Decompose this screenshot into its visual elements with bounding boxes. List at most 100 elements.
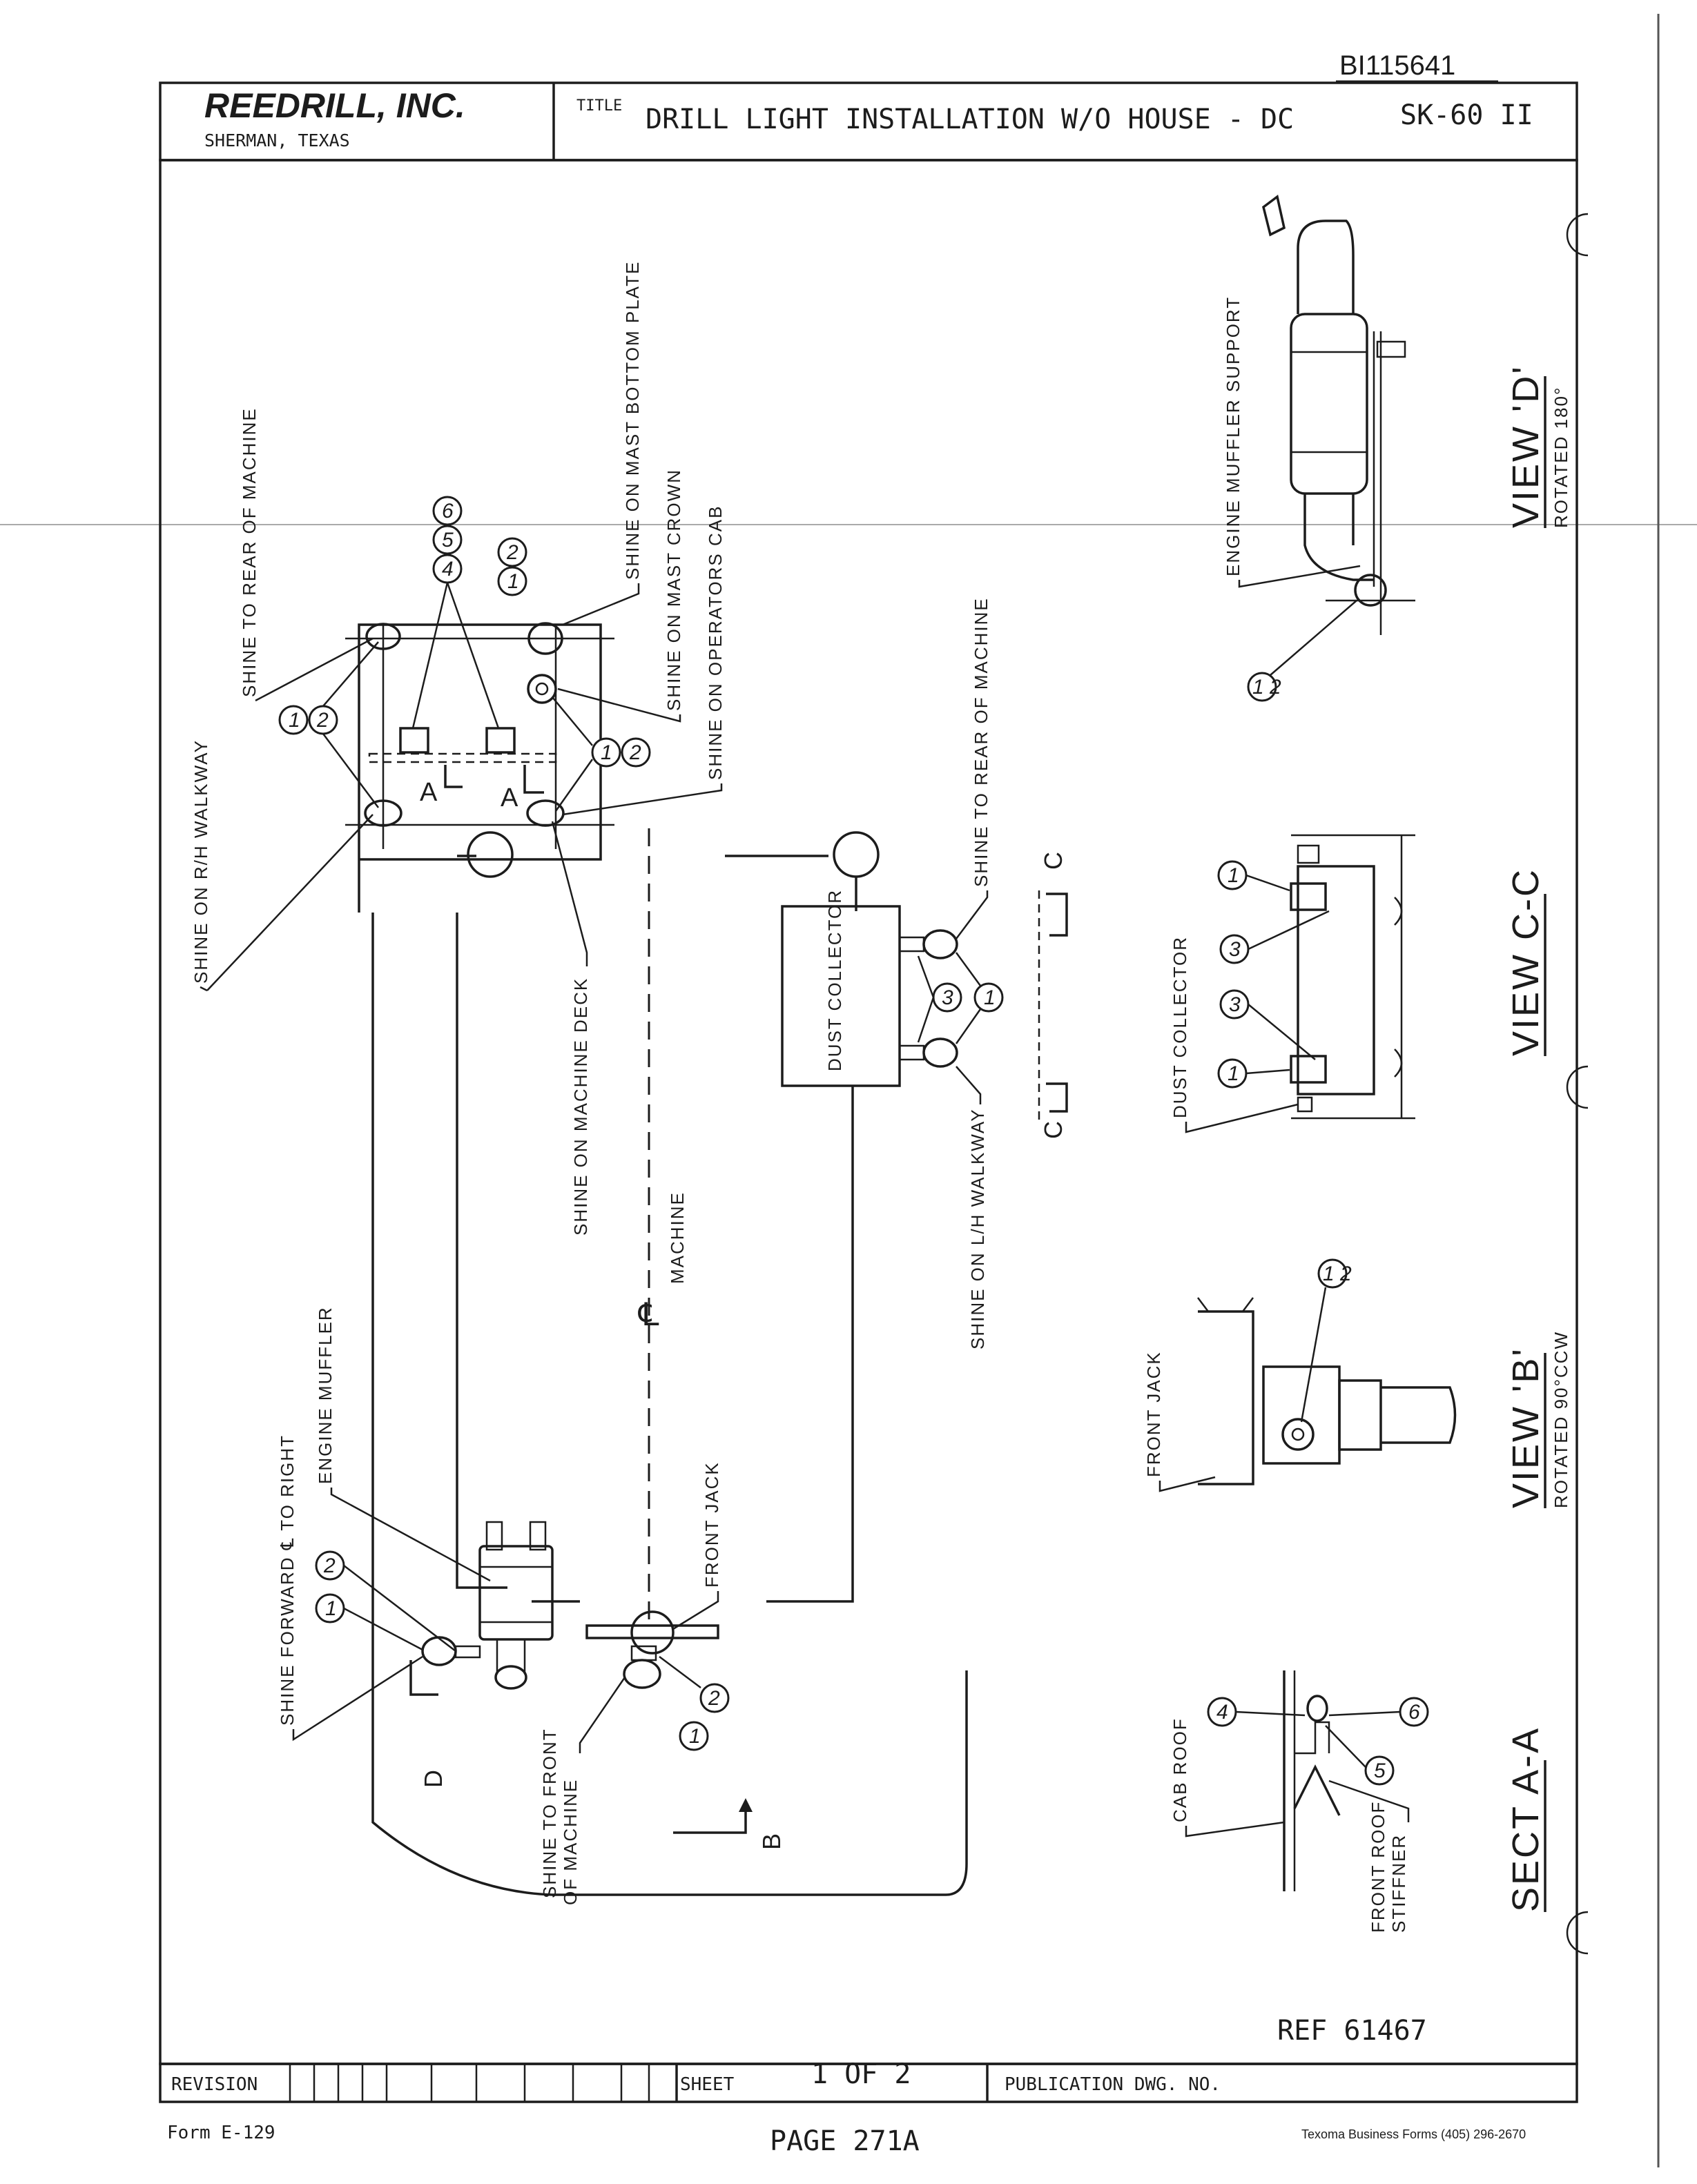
light-fixture [526,799,565,827]
punch-hole-mark [1566,1065,1589,1109]
dust-collector-label: DUST COLLECTOR [824,889,845,1071]
svg-text:4: 4 [1216,1701,1228,1724]
callout-engine-muffler: ENGINE MUFFLER [315,1306,336,1484]
section-mark-c: C [1039,852,1067,870]
view-cc-title: VIEW C-C [1505,868,1546,1056]
callout-front-jack: FRONT JACK [701,1461,722,1588]
callout-shine-front-b: OF MACHINE [560,1779,581,1905]
item-bubble [1317,1258,1348,1289]
callout-rh-walkway: SHINE ON R/H WALKWAY [191,739,211,984]
pulley [467,831,514,878]
view-b-title: VIEW 'B' [1505,1347,1546,1508]
sheet-value: 1 OF 2 [811,2058,911,2090]
front-jack [630,1610,675,1655]
view-b-subtitle: ROTATED 90°CCW [1551,1331,1571,1508]
machine-inner-right [766,1085,854,1603]
light-fixture [1354,574,1387,607]
drawing-title: DRILL LIGHT INSTALLATION W/O HOUSE - DC [646,104,1294,135]
svg-text:6: 6 [442,500,454,523]
pulley [833,831,880,878]
callout-mast-crown: SHINE ON MAST CROWN [663,469,684,711]
svg-text:1 2: 1 2 [1323,1262,1352,1285]
front-jack-beam [585,1624,719,1639]
svg-text:1: 1 [689,1725,701,1748]
printer-credit: Texoma Business Forms (405) 296-2670 [1301,2127,1526,2141]
sheet-label: SHEET [680,2074,735,2095]
callout-rear-2: SHINE TO REAR OF MACHINE [971,597,991,887]
light-fixture [365,623,401,650]
svg-text:1: 1 [507,570,519,593]
machine-inner-left [456,913,507,1589]
callout-shine-forward: SHINE FORWARD ℄ TO RIGHT [277,1434,298,1726]
section-mark-d: D [419,1770,447,1788]
callout-front-roof-b: STIFFNER [1388,1834,1409,1933]
svg-text:6: 6 [1408,1701,1420,1724]
item-bubble [1364,1755,1395,1786]
title-label: TITLE [576,97,622,115]
light-fixture [485,727,516,754]
callout-cab: SHINE ON OPERATORS CAB [705,505,726,780]
section-mark-b: B [757,1833,786,1850]
view-d-muffler [1290,313,1368,495]
svg-text:3: 3 [1229,938,1241,961]
light-fixture [623,1659,661,1689]
svg-text:1: 1 [984,986,996,1009]
revision-label: REVISION [171,2074,258,2095]
callout-cab-roof: CAB ROOF [1170,1717,1190,1822]
light-fixture [421,1636,457,1666]
light-fixture [527,622,563,655]
svg-text:1: 1 [325,1597,337,1620]
callout-machine-deck: SHINE ON MACHINE DECK [570,977,591,1236]
model-number: SK-60 II [1400,99,1533,131]
view-d-title: VIEW 'D' [1505,364,1546,528]
company-location: SHERMAN, TEXAS [204,130,350,150]
callout-front-jack-2: FRONT JACK [1143,1351,1164,1477]
light-fixture [922,929,958,959]
svg-text:2: 2 [629,741,641,764]
view-cc-dust-collector [1297,865,1375,1095]
light-fixture [1290,1055,1327,1084]
item-bubble [432,525,463,555]
item-bubble [973,982,1004,1013]
section-mark-a: A [501,783,518,812]
light-fixture [1290,882,1327,911]
item-bubble [432,496,463,526]
svg-text:3: 3 [1229,993,1241,1016]
callout-rear-1: SHINE TO REAR OF MACHINE [239,407,260,697]
section-mark-a: A [420,778,438,807]
light-fixture [527,674,557,704]
svg-text:1 2: 1 2 [1252,676,1281,699]
callout-dust-collector-2: DUST COLLECTOR [1170,936,1190,1118]
cab-outline [358,623,602,913]
svg-text:1: 1 [1228,1062,1239,1085]
machine-cl-label: MACHINE [667,1191,688,1284]
callout-muffler-support: ENGINE MUFFLER SUPPORT [1223,296,1243,576]
light-fixture [1306,1695,1328,1722]
svg-text:3: 3 [942,986,953,1009]
machine-frame [371,913,968,1896]
revision-cells [289,2064,989,2102]
view-d-subtitle: ROTATED 180° [1551,387,1571,528]
svg-text:1: 1 [1228,864,1239,887]
publication-label: PUBLICATION DWG. NO. [1005,2074,1221,2095]
item-bubble [591,737,621,768]
svg-text:2: 2 [708,1687,720,1710]
punch-hole-mark [1566,213,1589,257]
item-bubble [278,705,309,735]
callout-mast-bottom: SHINE ON MAST BOTTOM PLATE [622,261,643,580]
callout-lh-walkway: SHINE ON L/H WALKWAY [967,1108,988,1349]
light-fixture [364,799,403,827]
svg-text:5: 5 [1374,1759,1386,1782]
sect-aa-title: SECT A-A [1505,1726,1546,1912]
item-bubble [679,1721,709,1751]
revision-strip [159,2063,1578,2103]
form-number: Form E-129 [167,2123,275,2143]
light-fixture [399,727,429,754]
item-bubble [699,1683,730,1713]
svg-text:5: 5 [442,529,454,552]
svg-text:1: 1 [289,709,300,732]
reference-number: REF 61467 [1277,2015,1427,2047]
callout-shine-front-a: SHINE TO FRONT [539,1728,560,1898]
centerline-symbol: ℄ [638,1296,659,1332]
